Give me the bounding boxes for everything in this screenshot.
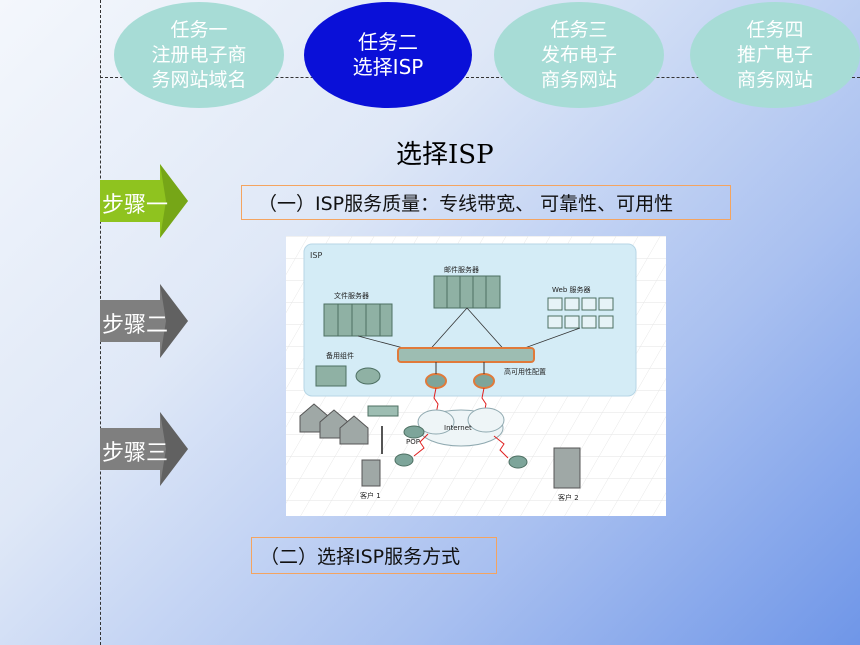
arrow-right-icon — [100, 164, 188, 238]
houses — [299, 403, 369, 445]
task-3[interactable]: 任务三发布电子商务网站 — [494, 2, 664, 108]
step-1-button[interactable]: 步骤一 — [100, 162, 190, 240]
horizontal-divider — [100, 77, 860, 78]
client-2-site — [493, 435, 581, 489]
task-2-line2: 选择ISP — [352, 55, 424, 79]
web-server-label: Web 服务器 — [552, 285, 591, 294]
item-1-box: （一）ISP服务质量：专线带宽、 可靠性、可用性 — [241, 185, 731, 220]
client-2-label: 客户 2 — [558, 493, 579, 502]
arrow-right-icon — [100, 284, 188, 358]
task-1-line2: 注册电子商 — [151, 43, 247, 66]
task-3-line3: 商务网站 — [540, 68, 617, 91]
mail-server — [433, 275, 501, 309]
step-2-button[interactable]: 步骤二 — [100, 282, 190, 360]
switch-cluster — [357, 307, 581, 389]
page-title: 选择ISP — [396, 140, 494, 170]
item-2-box: （二）选择ISP服务方式 — [251, 537, 497, 574]
step-2-label: 步骤二 — [102, 313, 169, 338]
step-3-button[interactable]: 步骤三 — [100, 410, 190, 488]
backup-components — [315, 365, 381, 387]
pop-devices — [367, 405, 425, 454]
item-2-text: （二）选择ISP服务方式 — [260, 546, 461, 568]
isp-network-diagram: ISP 邮件服务器 文件服务器 Web 服务器 备用组件 — [286, 236, 666, 516]
task-2-line1: 任务二 — [358, 30, 418, 54]
task-2[interactable]: 任务二选择ISP — [304, 2, 472, 108]
arrow-right-icon — [100, 412, 188, 486]
file-server-label: 文件服务器 — [334, 291, 369, 300]
client-1-site — [361, 433, 429, 487]
task-1-line3: 务网站域名 — [151, 68, 247, 91]
task-4-line3: 商务网站 — [736, 68, 813, 91]
item-1-text: （一）ISP服务质量：专线带宽、 可靠性、可用性 — [258, 193, 674, 215]
task-1[interactable]: 任务一注册电子商务网站域名 — [114, 2, 284, 108]
file-server — [323, 303, 393, 337]
client-1-label: 客户 1 — [360, 491, 381, 500]
step-1-label: 步骤一 — [102, 193, 169, 218]
task-1-line1: 任务一 — [170, 18, 228, 41]
pop-label: POP — [406, 438, 420, 446]
internet-cloud — [417, 407, 505, 447]
task-4-line1: 任务四 — [746, 18, 804, 41]
task-3-line2: 发布电子 — [540, 43, 617, 66]
high-availability-label: 高可用性配置 — [504, 367, 546, 376]
isp-label: ISP — [310, 251, 322, 260]
task-4-line2: 推广电子 — [736, 43, 813, 66]
task-3-line1: 任务三 — [550, 18, 608, 41]
backup-label: 备用组件 — [326, 351, 354, 360]
task-4[interactable]: 任务四推广电子商务网站 — [690, 2, 860, 108]
web-server — [547, 297, 614, 329]
step-3-label: 步骤三 — [102, 441, 169, 466]
mail-server-label: 邮件服务器 — [444, 265, 479, 274]
internet-label: Internet — [444, 424, 472, 432]
